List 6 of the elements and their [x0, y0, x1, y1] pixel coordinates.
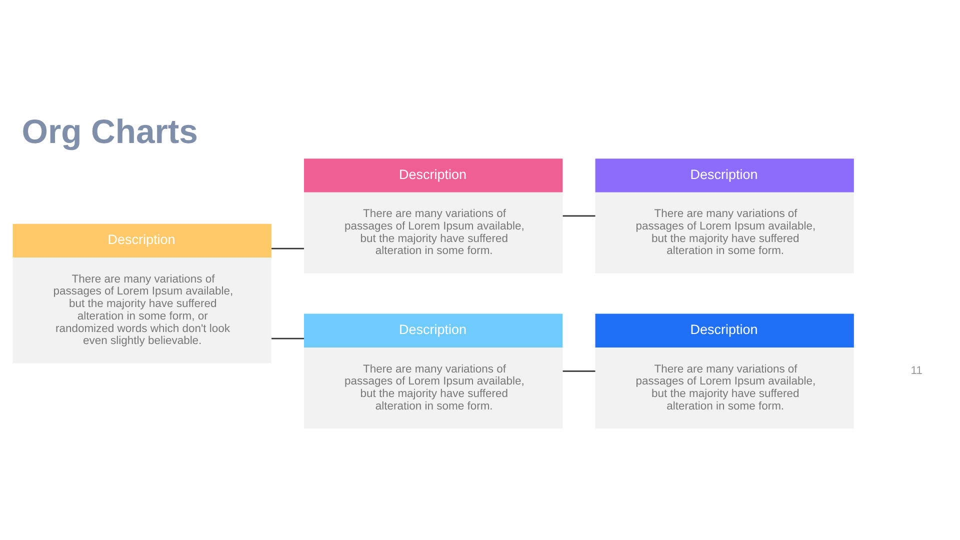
- label: 11: [910, 364, 922, 376]
- connector: [562, 370, 596, 372]
- connector: [272, 337, 304, 339]
- connector: [272, 247, 304, 249]
- diagram-title: Org Charts: [22, 112, 198, 150]
- connector: [562, 214, 596, 216]
